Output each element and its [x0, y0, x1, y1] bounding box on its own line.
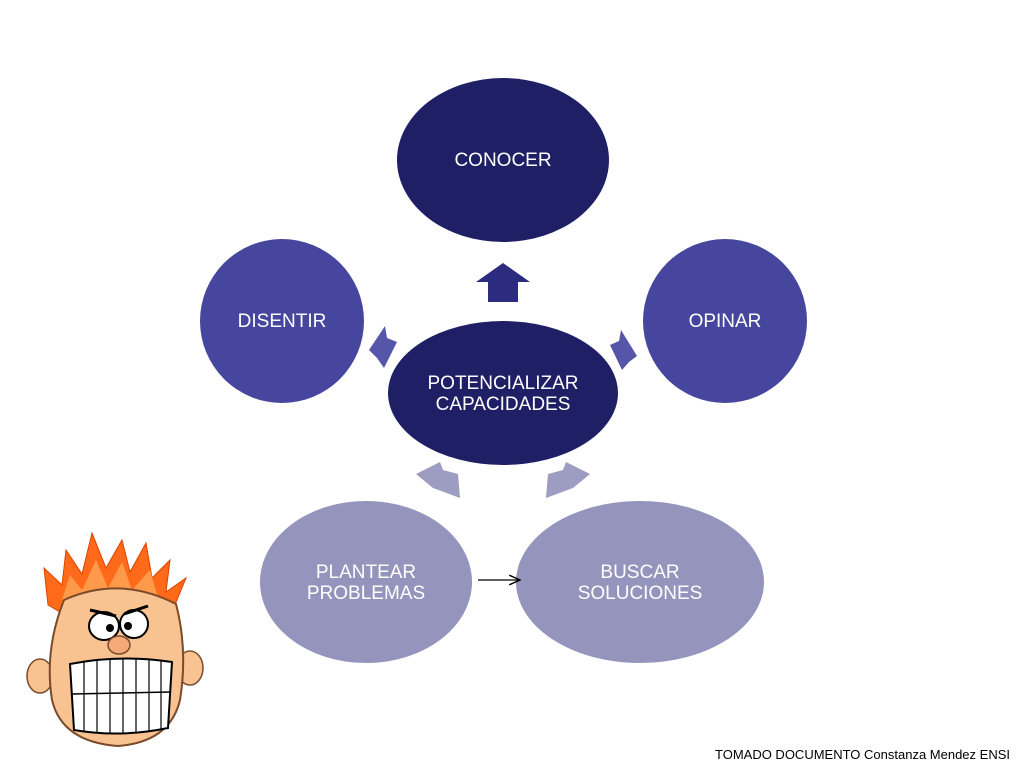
node-opinar: OPINAR — [643, 239, 807, 403]
node-disentir: DISENTIR — [200, 239, 364, 403]
node-center-line1: POTENCIALIZAR — [428, 373, 579, 394]
node-buscar-line1: BUSCAR — [600, 562, 679, 583]
node-buscar: BUSCAR SOLUCIONES — [516, 501, 764, 663]
node-conocer: CONOCER — [397, 78, 609, 242]
node-plantear-line2: PROBLEMAS — [307, 583, 425, 604]
node-center-line2: CAPACIDADES — [436, 394, 571, 415]
arrow-down-right-icon — [546, 462, 590, 498]
node-buscar-line2: SOLUCIONES — [578, 583, 703, 604]
node-plantear: PLANTEAR PROBLEMAS — [260, 501, 472, 663]
node-center: POTENCIALIZAR CAPACIDADES — [388, 321, 618, 465]
node-plantear-line1: PLANTEAR — [316, 562, 416, 583]
node-conocer-label: CONOCER — [454, 150, 551, 171]
cartoon-face-grimace-icon — [26, 531, 204, 748]
arrow-down-left-icon — [416, 462, 460, 498]
node-disentir-label: DISENTIR — [238, 311, 327, 332]
arrow-right-icon — [610, 330, 637, 370]
footer-credit: TOMADO DOCUMENTO Constanza Mendez ENSI — [715, 747, 1010, 762]
arrow-up-icon — [476, 263, 530, 302]
arrow-left-icon — [369, 326, 397, 368]
node-opinar-label: OPINAR — [689, 311, 762, 332]
